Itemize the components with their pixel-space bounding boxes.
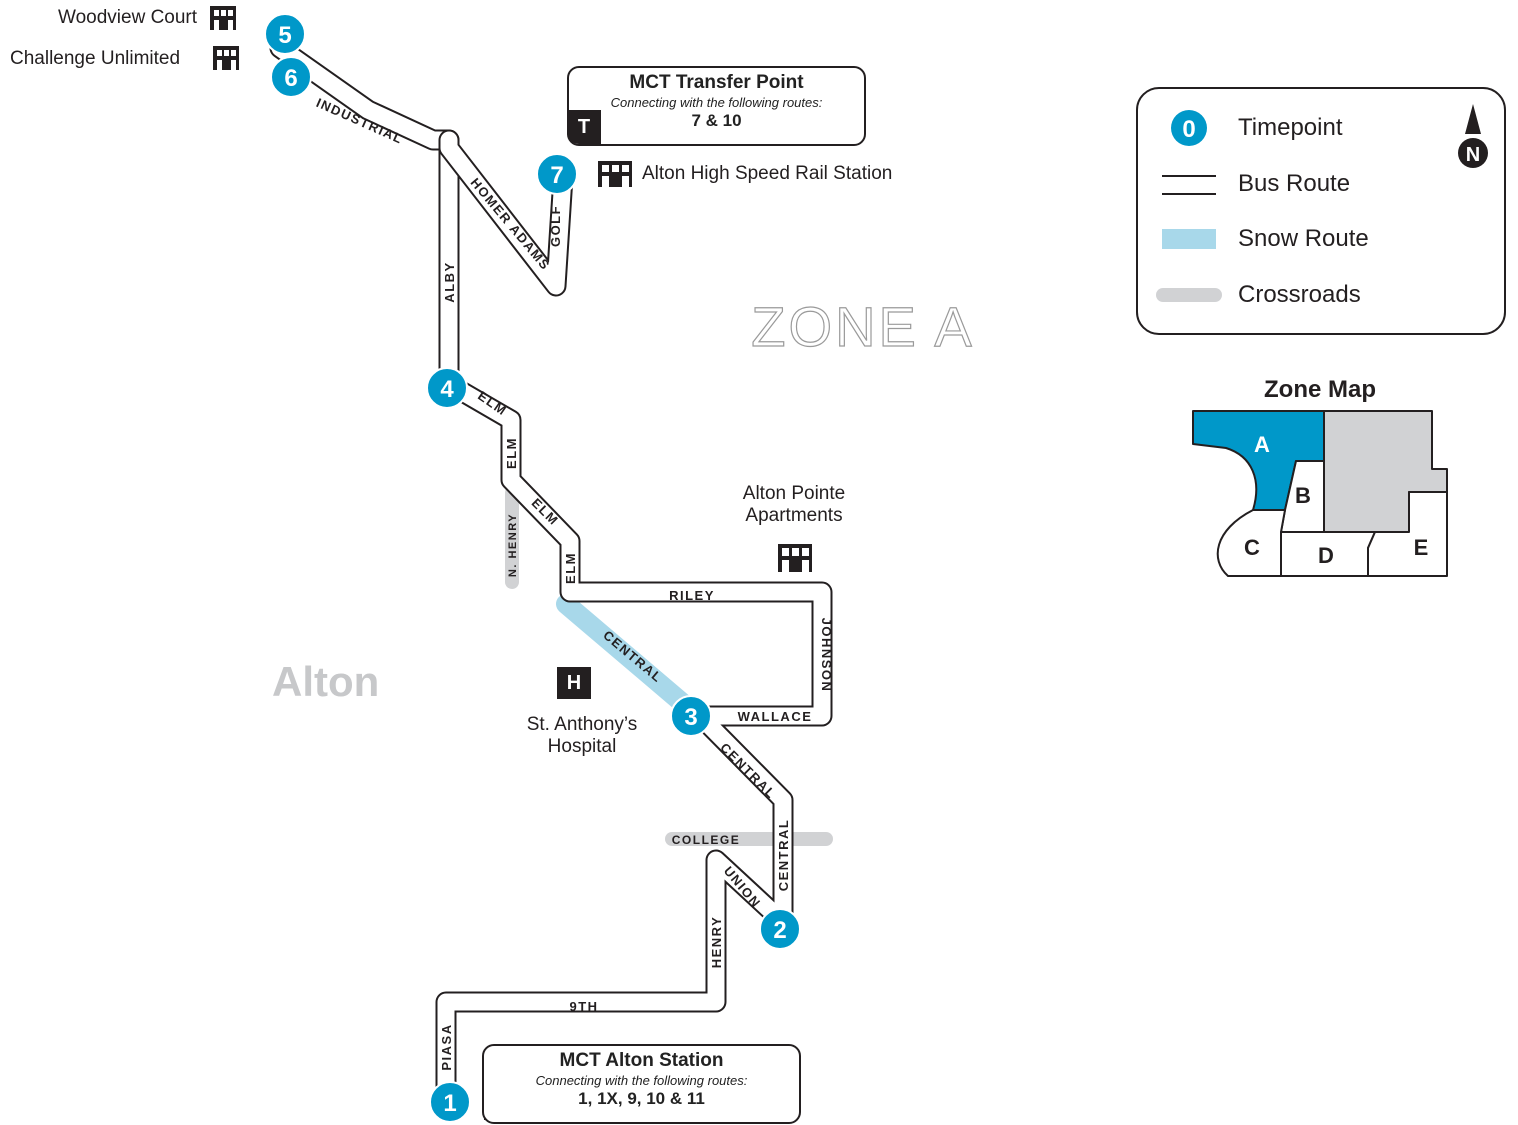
street-label-alby: ALBY: [442, 261, 457, 302]
place-woodview-court: Woodview Court: [58, 7, 198, 28]
street-label-central-2: CENTRAL: [717, 740, 779, 802]
snow-route: [556, 594, 703, 722]
svg-text:5: 5: [278, 22, 291, 49]
place-hospital-line1: St. Anthony’s: [526, 714, 638, 735]
timepoint-2: 2: [759, 908, 801, 950]
zone-map: [1192, 410, 1448, 577]
north-arrow-icon: N: [1458, 104, 1488, 168]
timepoint-1: 1: [429, 1081, 471, 1123]
street-label-n-henry: N. HENRY: [507, 513, 519, 577]
transfer-point-subtitle: Connecting with the following routes:: [610, 95, 823, 110]
alton-station-subtitle: Connecting with the following routes:: [535, 1073, 748, 1088]
timepoint-6: 6: [270, 56, 312, 98]
svg-text:6: 6: [284, 65, 297, 92]
street-label-elm-2: ELM: [504, 437, 519, 469]
legend-box: [1136, 87, 1506, 335]
zone-map-title: Zone Map: [1264, 376, 1376, 403]
street-label-johnson: JOHNSON: [819, 618, 834, 693]
legend-snow-route-swatch: [1162, 229, 1216, 249]
street-label-golf: GOLF: [548, 205, 563, 247]
place-hospital: St. Anthony’s Hospital: [500, 714, 664, 758]
transfer-point-box: MCT Transfer Point Connecting with the f…: [567, 66, 866, 146]
street-label-piasa: PIASA: [439, 1023, 454, 1070]
bus-route: [269, 19, 833, 1112]
timepoint-5: 5: [264, 13, 306, 55]
place-alton-pointe-line1: Alton Pointe: [742, 483, 846, 504]
svg-text:1: 1: [443, 1090, 456, 1117]
svg-text:2: 2: [773, 917, 786, 944]
timepoint-7: 7: [536, 153, 578, 195]
street-label-riley: RILEY: [669, 588, 715, 603]
street-label-central-3: CENTRAL: [776, 819, 791, 892]
legend-snow-route-label: Snow Route: [1238, 225, 1369, 252]
street-label-wallace: WALLACE: [738, 709, 813, 724]
transfer-point-routes: 7 & 10: [691, 111, 742, 130]
svg-text:0: 0: [1182, 116, 1195, 143]
place-alton-pointe-line2: Apartments: [745, 505, 843, 526]
street-label-henry: HENRY: [709, 916, 724, 969]
zone-d-label: D: [1318, 543, 1334, 568]
zone-a-label: A: [1254, 432, 1270, 457]
legend-bus-route-swatch: [1162, 175, 1216, 195]
hospital-icon: H: [557, 667, 591, 699]
transfer-point-title: MCT Transfer Point: [629, 72, 804, 93]
zone-label: ZONE A: [751, 295, 974, 358]
street-label-9th: 9TH: [569, 999, 598, 1014]
svg-text:3: 3: [684, 704, 697, 731]
place-hospital-line2: Hospital: [547, 736, 617, 757]
city-label: Alton: [272, 658, 380, 705]
street-label-homer-adams: HOMER ADAMS: [468, 175, 554, 273]
legend-bus-route-label: Bus Route: [1238, 170, 1351, 197]
legend-timepoint-label: Timepoint: [1238, 114, 1343, 141]
place-challenge-unlimited: Challenge Unlimited: [10, 48, 181, 69]
street-label-elm-4: ELM: [563, 552, 578, 584]
street-label-central-1: CENTRAL: [600, 627, 665, 685]
alton-station-title: MCT Alton Station: [559, 1050, 724, 1071]
timepoint-4: 4: [426, 367, 468, 409]
svg-text:N: N: [1466, 144, 1480, 166]
building-icon-rail: [598, 161, 632, 187]
place-alton-pointe: Alton Pointe Apartments: [700, 483, 888, 527]
timepoint-3: 3: [670, 695, 712, 737]
svg-text:4: 4: [440, 376, 454, 403]
zone-e-label: E: [1414, 535, 1429, 560]
building-icon-woodview: [210, 6, 236, 30]
place-rail-station: Alton High Speed Rail Station: [642, 163, 893, 184]
transfer-point-icon: T: [567, 110, 601, 144]
alton-station-routes: 1, 1X, 9, 10 & 11: [578, 1089, 705, 1108]
alton-station-box: MCT Alton Station Connecting with the fo…: [482, 1044, 801, 1124]
zone-b-label: B: [1295, 483, 1311, 508]
building-icon-challenge: [213, 46, 239, 70]
building-icon-pointe: [778, 544, 812, 572]
street-label-college: COLLEGE: [672, 833, 741, 847]
zone-c-label: C: [1244, 535, 1260, 560]
legend-crossroads-label: Crossroads: [1238, 281, 1361, 308]
zone-e-region: [1367, 491, 1448, 577]
svg-text:7: 7: [550, 162, 563, 189]
legend-timepoint-icon: 0: [1171, 110, 1207, 146]
